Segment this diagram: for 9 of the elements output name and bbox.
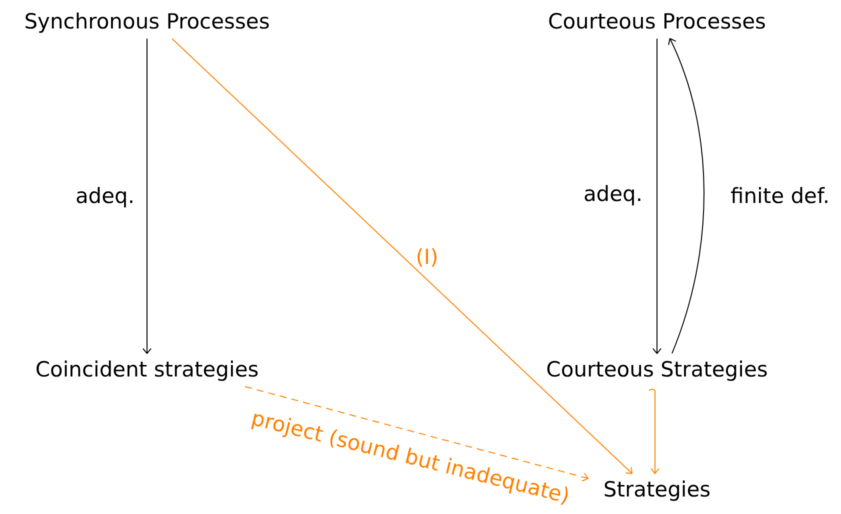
edge-label: adeq. xyxy=(75,184,135,210)
edge-label: finite def. xyxy=(730,184,830,210)
node-label: Coincident strategies xyxy=(35,357,259,383)
node-label: Courteous Strategies xyxy=(546,357,768,383)
edge-label: adeq. xyxy=(583,182,643,208)
edge-label: (I) xyxy=(416,245,438,271)
node-label: Synchronous Processes xyxy=(24,9,270,35)
node-label: Courteous Processes xyxy=(548,9,766,35)
node-label: Strategies xyxy=(603,477,711,503)
